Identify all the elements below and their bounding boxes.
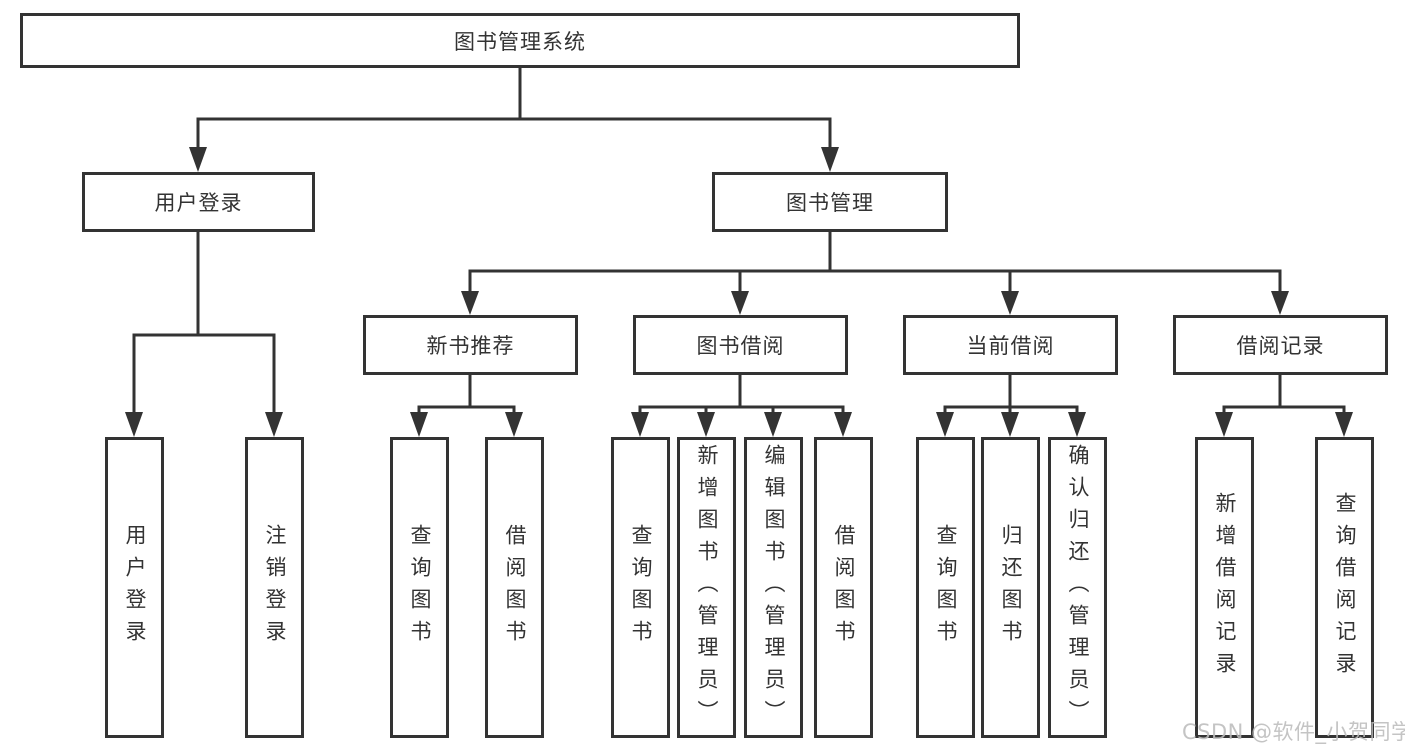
- leaf-label: 新增借阅记录: [1213, 491, 1237, 684]
- leaf-label: 查询图书: [629, 523, 653, 652]
- node-label: 新书推荐: [426, 334, 515, 358]
- leaf-label: 查询借阅记录: [1333, 491, 1357, 684]
- leaf-borrow-books-borrowing: 借阅图书: [814, 437, 873, 738]
- leaf-query-books-current: 查询图书: [916, 437, 975, 738]
- leaf-label: 新增图书（管理员）: [695, 443, 719, 732]
- node-borrowing-records: 借阅记录: [1173, 315, 1388, 375]
- node-label: 图书管理系统: [454, 29, 586, 54]
- leaf-add-books-admin: 新增图书（管理员）: [677, 437, 736, 738]
- arrowheads: [125, 147, 1353, 437]
- leaf-user-login: 用户登录: [105, 437, 164, 738]
- node-new-book-recommend: 新书推荐: [363, 315, 578, 375]
- node-book-borrowing: 图书借阅: [633, 315, 848, 375]
- leaf-label: 借阅图书: [832, 523, 856, 652]
- node-label: 用户登录: [154, 191, 243, 215]
- node-label: 图书管理: [786, 191, 874, 215]
- leaf-confirm-return-admin: 确认归还（管理员）: [1048, 437, 1107, 738]
- leaf-label: 查询图书: [934, 523, 958, 652]
- leaf-label: 编辑图书（管理员）: [762, 443, 786, 732]
- leaf-add-borrow-record: 新增借阅记录: [1195, 437, 1254, 738]
- leaf-label: 借阅图书: [503, 523, 527, 652]
- leaf-query-books-recommend: 查询图书: [390, 437, 449, 738]
- leaf-label: 注销登录: [263, 523, 287, 652]
- node-current-borrowing: 当前借阅: [903, 315, 1118, 375]
- leaf-label: 用户登录: [123, 523, 147, 652]
- leaf-logout: 注销登录: [245, 437, 304, 738]
- node-label: 当前借阅: [966, 334, 1055, 358]
- csdn-watermark: CSDN @软件_小贺同学: [1182, 720, 1405, 744]
- node-user-login: 用户登录: [82, 172, 315, 232]
- node-library-management-system: 图书管理系统: [20, 13, 1020, 68]
- leaf-label: 归还图书: [999, 523, 1023, 652]
- leaf-borrow-books-recommend: 借阅图书: [485, 437, 544, 738]
- node-label: 图书借阅: [696, 334, 785, 358]
- node-book-management: 图书管理: [712, 172, 948, 232]
- leaf-label: 查询图书: [408, 523, 432, 652]
- leaf-query-borrow-record: 查询借阅记录: [1315, 437, 1374, 738]
- node-label: 借阅记录: [1236, 334, 1325, 358]
- leaf-query-books-borrowing: 查询图书: [611, 437, 670, 738]
- leaf-return-books: 归还图书: [981, 437, 1040, 738]
- leaf-label: 确认归还（管理员）: [1066, 443, 1090, 732]
- leaf-edit-books-admin: 编辑图书（管理员）: [744, 437, 803, 738]
